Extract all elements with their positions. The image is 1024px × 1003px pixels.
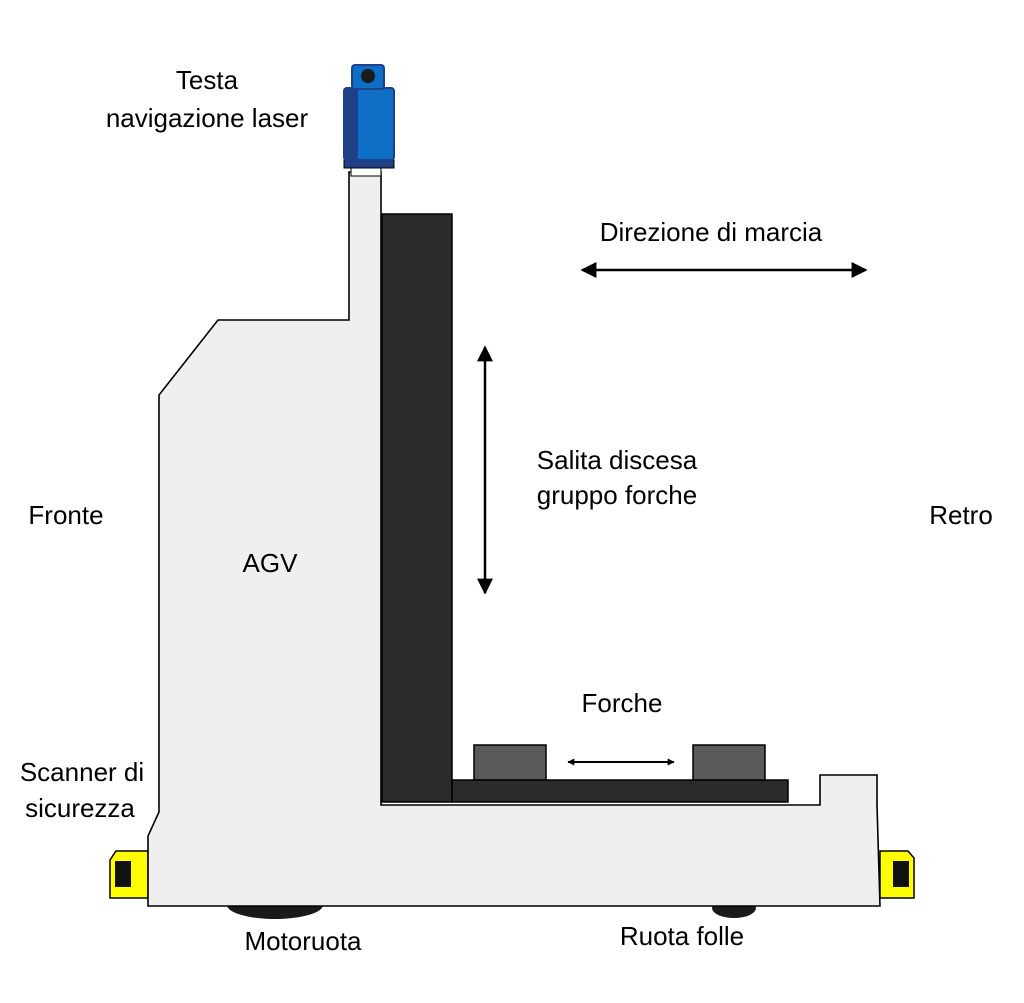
scanner-label-line2: sicurezza: [25, 793, 135, 823]
lift-mast: [381, 213, 453, 803]
laser-navigation-head: [343, 64, 395, 177]
lift-label-line2: gruppo forche: [537, 480, 697, 510]
drive-wheel-label: Motoruota: [244, 926, 362, 956]
rear-safety-scanner: [879, 850, 915, 899]
scanner-label-line1: Scanner di: [20, 757, 144, 787]
laser-head-label-line2: navigazione laser: [106, 103, 309, 133]
lift-label-line1: Salita discesa: [537, 445, 698, 475]
laser-head-label-line1: Testa: [176, 65, 239, 95]
fork-right: [692, 744, 766, 781]
front-label: Fronte: [28, 500, 103, 530]
fork-base: [451, 779, 789, 803]
agv-label: AGV: [243, 548, 299, 578]
forks-label: Forche: [582, 688, 663, 718]
agv-body: [147, 171, 881, 907]
idler-wheel-label: Ruota folle: [620, 921, 744, 951]
fork-left: [473, 744, 547, 781]
direction-label: Direzione di marcia: [600, 217, 823, 247]
rear-label: Retro: [929, 500, 993, 530]
front-safety-scanner: [109, 850, 149, 899]
